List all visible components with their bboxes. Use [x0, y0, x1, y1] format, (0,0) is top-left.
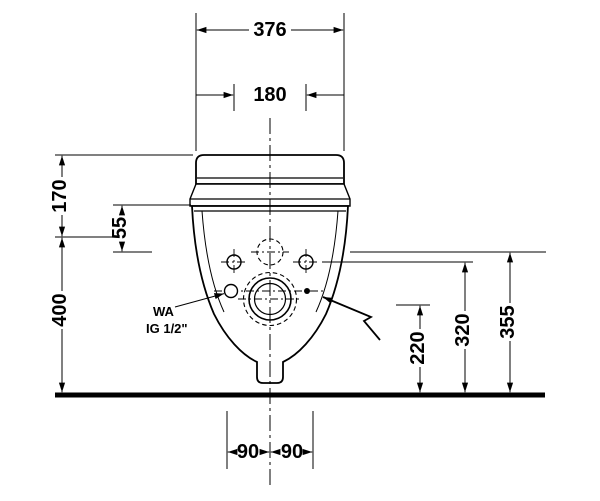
electrical-connection-point [304, 288, 310, 294]
toilet-body [189, 154, 351, 384]
water-connection-label: WA IG 1/2" [146, 293, 225, 336]
water-connection-arrow [174, 293, 225, 308]
dimension-height-355: 355 [350, 251, 546, 393]
dim-label-55: 55 [109, 217, 131, 239]
flush-connection-circle [251, 238, 289, 266]
dimension-inner-width: 180 [196, 84, 344, 111]
lightning-bolt-icon [322, 296, 381, 341]
dimension-height-170: 170 [49, 154, 193, 237]
dim-label-220: 220 [407, 331, 429, 364]
connection-details [214, 238, 324, 327]
dim-label-inner-width: 180 [253, 84, 286, 106]
dim-label-170: 170 [49, 179, 71, 212]
water-label-line2: IG 1/2" [146, 321, 188, 336]
water-label-line1: WA [153, 304, 175, 319]
dim-label-320: 320 [452, 313, 474, 346]
dim-label-90-left: 90 [237, 441, 259, 463]
seat-lid-outline [195, 154, 345, 185]
dim-label-355: 355 [497, 305, 519, 338]
fixing-hole-right [293, 249, 319, 275]
dimension-height-220: 220 [396, 304, 430, 393]
dim-label-total-width: 376 [253, 19, 286, 41]
dimension-height-55: 55 [109, 204, 191, 253]
dimension-total-width: 376 [195, 13, 345, 151]
electrical-connection-indicator [322, 296, 381, 341]
drain-flange [238, 271, 302, 327]
fixing-hole-left [221, 249, 247, 275]
dim-label-90-right: 90 [281, 441, 303, 463]
dimension-height-320: 320 [322, 261, 474, 393]
dimension-bottom-offsets: 90 90 [226, 411, 314, 469]
dim-label-400: 400 [49, 293, 71, 326]
dimension-height-400: 400 [49, 237, 71, 393]
bowl-inner-contour-left [201, 210, 225, 313]
bowl-inner-contour-right [315, 210, 339, 313]
water-connection-point [223, 283, 239, 299]
